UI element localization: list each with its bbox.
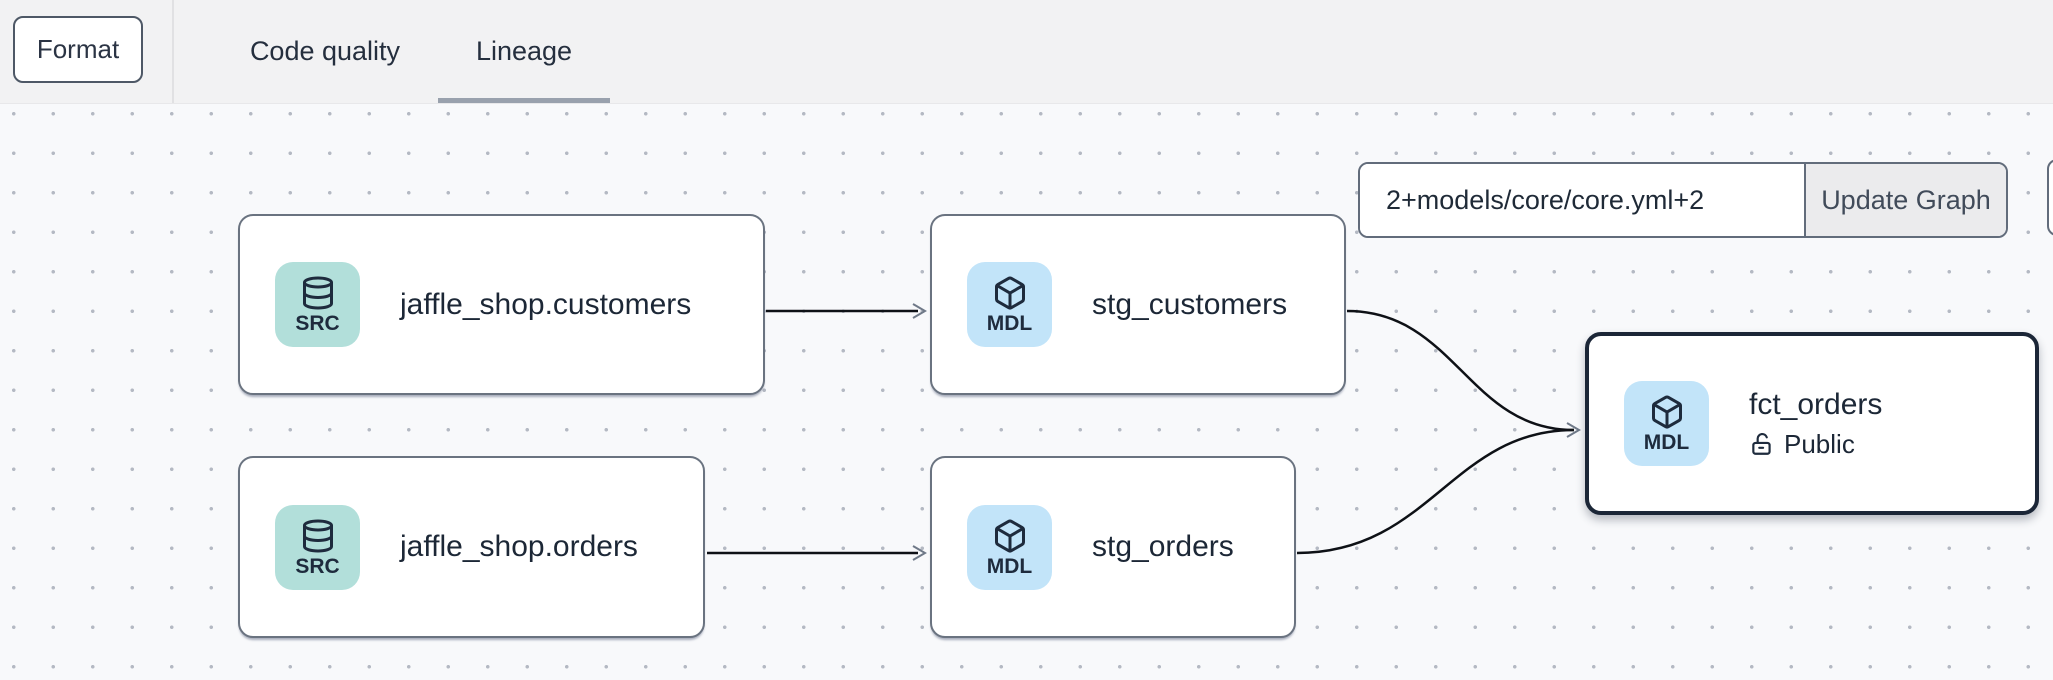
badge-type-label: MDL (986, 554, 1033, 578)
active-tab-underline (438, 98, 610, 103)
node-label: stg_orders (1092, 530, 1234, 563)
badge-type-label: MDL (1643, 431, 1690, 454)
tab-code-quality[interactable]: Code quality (186, 0, 464, 103)
tab-lineage-label: Lineage (475, 36, 573, 66)
edge-stg-orders-to-fct-orders (1296, 428, 1575, 555)
model-badge: MDL (967, 504, 1052, 590)
node-label: fct_orders (1749, 387, 1883, 421)
lineage-node-stg-customers[interactable]: MDL stg_customers (930, 214, 1346, 395)
arrowhead-fct-orders (1566, 422, 1581, 438)
database-icon (302, 519, 333, 552)
lineage-node-stg-orders[interactable]: MDL stg_orders (930, 456, 1296, 638)
lineage-node-jaffle-shop-orders[interactable]: SRC jaffle_shop.orders (238, 456, 705, 638)
clipped-right-button[interactable] (2047, 159, 2053, 236)
lineage-node-jaffle-shop-customers[interactable]: SRC jaffle_shop.customers (238, 214, 765, 395)
unlock-icon (1752, 432, 1771, 455)
arrowhead-stg-customers (912, 303, 927, 319)
database-icon (302, 276, 333, 310)
edge-stg-customers-to-fct-orders (1346, 309, 1575, 432)
access-row: Public (1749, 429, 1882, 460)
lineage-canvas[interactable]: SRC jaffle_shop.customers MDL stg_custom… (0, 103, 2053, 680)
toolbar: Format Code quality Lineage (0, 0, 2053, 104)
cube-icon (1651, 395, 1682, 429)
cube-icon (994, 276, 1025, 310)
cube-icon (994, 519, 1025, 553)
lineage-selector-group: Update Graph (1358, 162, 2008, 238)
source-badge: SRC (275, 504, 360, 590)
model-badge: MDL (1624, 381, 1709, 466)
tab-code-quality-label: Code quality (249, 36, 401, 66)
node-label: jaffle_shop.orders (400, 530, 638, 563)
node-label: jaffle_shop.customers (400, 287, 692, 321)
tab-lineage[interactable]: Lineage (438, 0, 610, 103)
lineage-selector-input[interactable] (1360, 164, 1804, 236)
format-button[interactable]: Format (13, 16, 143, 83)
badge-type-label: SRC (295, 312, 340, 335)
update-graph-button[interactable]: Update Graph (1804, 164, 2006, 236)
source-badge: SRC (275, 262, 360, 347)
toolbar-divider (172, 0, 174, 103)
arrowhead-stg-orders (912, 545, 927, 561)
lineage-edges (707, 303, 1581, 561)
node-label: stg_customers (1092, 287, 1288, 321)
access-label: Public (1784, 428, 1855, 459)
model-badge: MDL (967, 262, 1052, 347)
badge-type-label: MDL (986, 312, 1033, 335)
lineage-node-fct-orders[interactable]: MDL fct_orders Public (1585, 332, 2039, 515)
badge-type-label: SRC (295, 554, 340, 578)
